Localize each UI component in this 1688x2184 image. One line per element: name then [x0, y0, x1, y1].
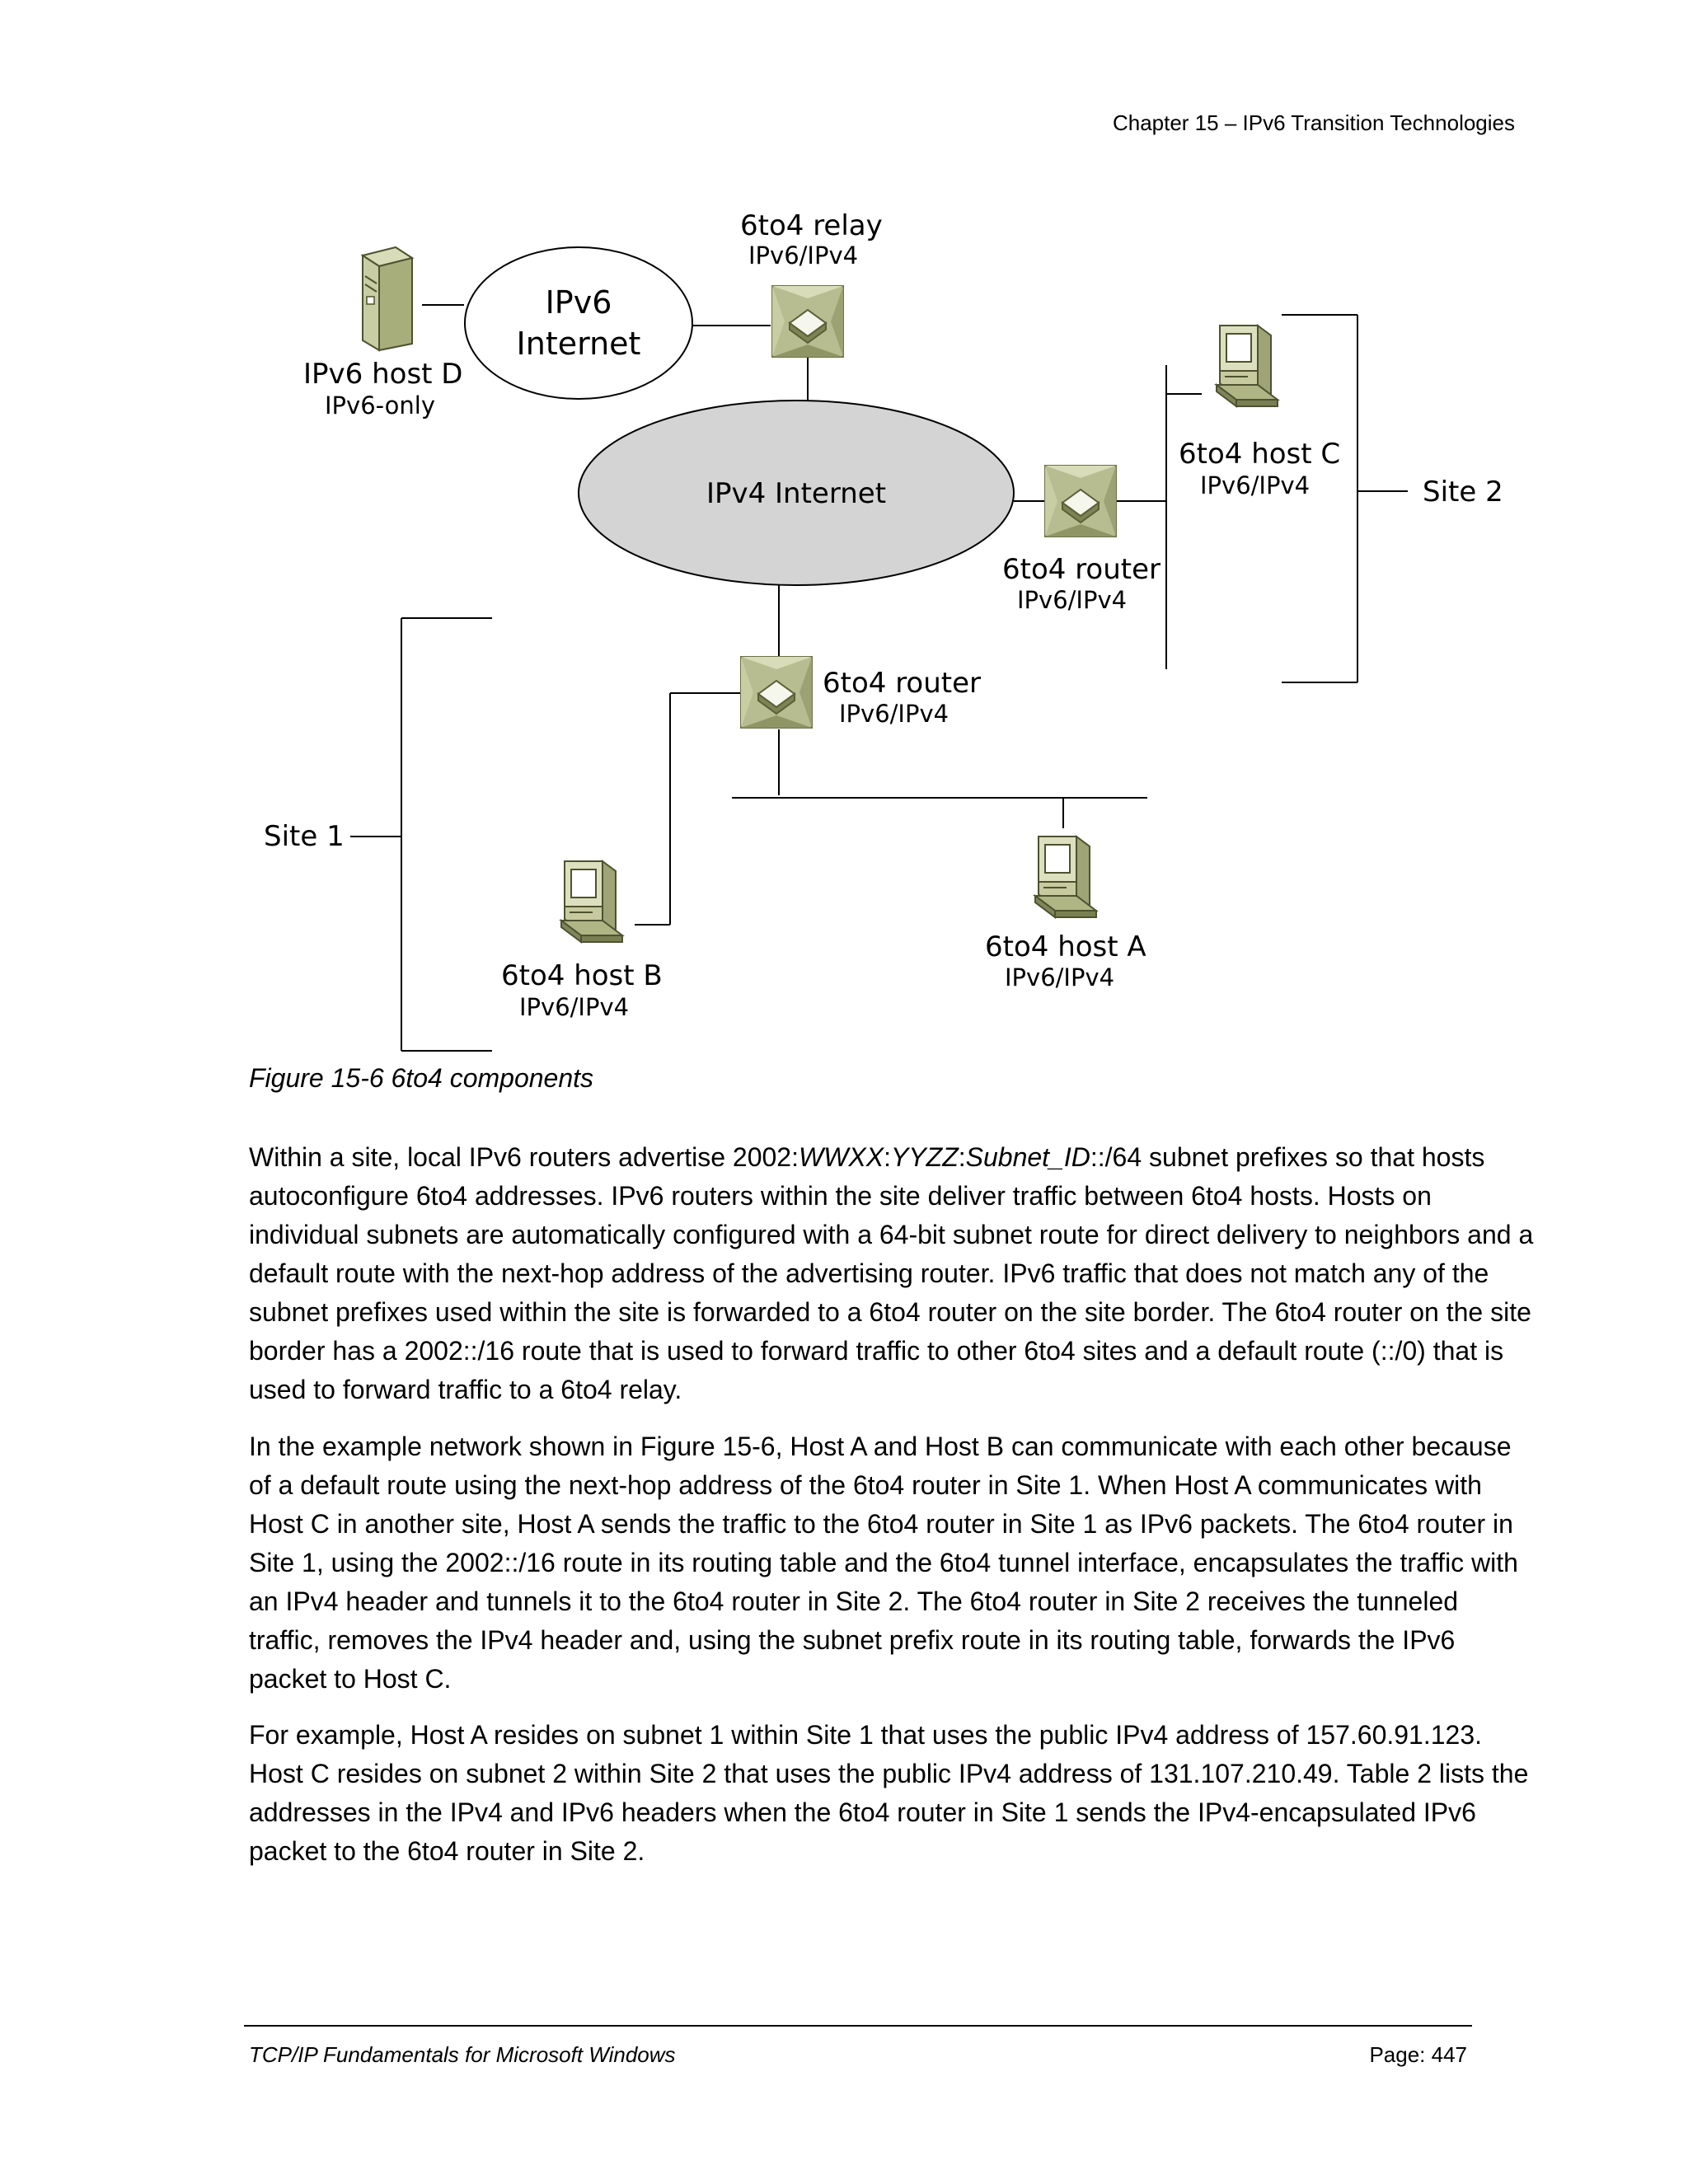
host-a-name: 6to4 host A [985, 930, 1146, 963]
server-icon [362, 246, 413, 351]
6to4-network-diagram: IPv6 Internet IPv4 Internet 6to4 relay I… [264, 209, 1503, 1052]
host-a-pc-icon [1034, 836, 1097, 918]
relay-name: 6to4 relay [740, 209, 883, 242]
page-number: Page: 447 [1369, 2042, 1467, 2067]
footer-divider [244, 2025, 1472, 2027]
ipv6-internet-cloud [464, 246, 693, 400]
host-c-name: 6to4 host C [1179, 438, 1340, 471]
host-c-pc-icon [1216, 325, 1278, 407]
ipv6-internet-label-1: IPv6 [546, 284, 612, 321]
paragraph-3: For example, Host A resides on subnet 1 … [249, 1720, 1529, 1866]
host-a-type: IPv6/IPv4 [1005, 963, 1114, 991]
host-b-type: IPv6/IPv4 [519, 993, 629, 1021]
host-b-pc-icon [560, 860, 623, 943]
site2-router-icon [1044, 465, 1117, 537]
ipv6-internet-label-2: Internet [517, 326, 641, 362]
relay-router-icon [771, 285, 844, 358]
site2-label: Site 2 [1423, 476, 1503, 509]
ipv4-internet-label: IPv4 Internet [706, 477, 886, 510]
site1-router-type: IPv6/IPv4 [839, 700, 949, 728]
figure-caption: Figure 15-6 6to4 components [249, 1063, 594, 1093]
site1-router-icon [740, 656, 813, 729]
host-b-name: 6to4 host B [501, 959, 663, 992]
site2-router-name: 6to4 router [1002, 553, 1160, 586]
site1-router-name: 6to4 router [823, 667, 981, 700]
site1-label: Site 1 [264, 820, 345, 853]
paragraph-2: In the example network shown in Figure 1… [249, 1432, 1518, 1694]
chapter-header: Chapter 15 – IPv6 Transition Technologie… [1112, 110, 1515, 135]
paragraph-1: Within a site, local IPv6 routers advert… [249, 1142, 1534, 1404]
host-c-type: IPv6/IPv4 [1200, 471, 1310, 499]
ipv4-internet-cloud [578, 400, 1015, 586]
host-d-name: IPv6 host D [303, 358, 462, 391]
host-d-type: IPv6-only [325, 391, 435, 419]
link-lines [350, 304, 1408, 1052]
relay-type: IPv6/IPv4 [748, 241, 858, 269]
footer-title: TCP/IP Fundamentals for Microsoft Window… [249, 2042, 676, 2067]
site2-router-type: IPv6/IPv4 [1017, 586, 1127, 614]
